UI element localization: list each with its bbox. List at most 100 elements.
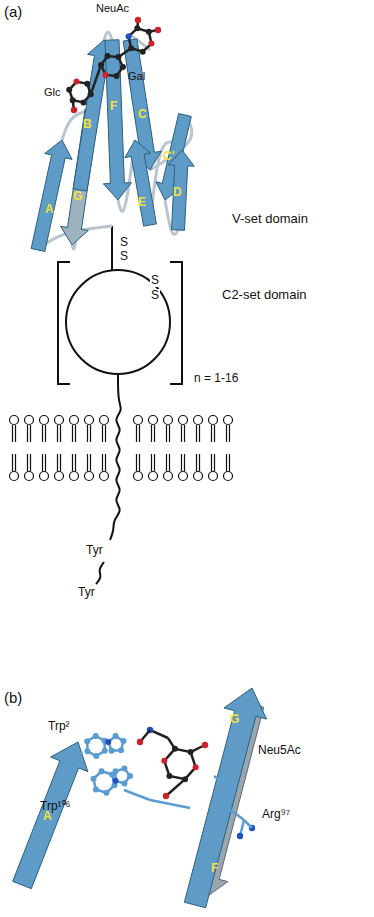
strand-label: A bbox=[45, 203, 54, 216]
strand-a-detail bbox=[13, 742, 88, 889]
bond bbox=[228, 808, 244, 820]
lipid-head bbox=[10, 416, 19, 425]
lipid-tail bbox=[72, 425, 73, 442]
lipid-tail bbox=[45, 454, 46, 471]
text-label: n = 1-16 bbox=[194, 372, 238, 385]
left-bracket bbox=[58, 262, 70, 384]
atom bbox=[193, 764, 199, 770]
lipid-tail bbox=[90, 425, 91, 442]
cytoplasmic-tail bbox=[96, 562, 104, 584]
lipid-head bbox=[164, 416, 173, 425]
lipid-tail bbox=[57, 454, 58, 471]
atom bbox=[127, 773, 133, 779]
lipid-tail bbox=[15, 454, 16, 471]
lipid-tail bbox=[211, 425, 212, 442]
lipid-head bbox=[70, 472, 79, 481]
lipid-tail bbox=[166, 425, 167, 442]
strand-label: F bbox=[211, 862, 218, 875]
bond bbox=[124, 790, 150, 800]
text-label: S bbox=[119, 250, 129, 263]
lipid-tail bbox=[226, 454, 227, 471]
lipid-tail bbox=[151, 425, 152, 442]
lipid-tail bbox=[214, 454, 215, 471]
atom bbox=[120, 738, 126, 744]
lipid-head bbox=[164, 472, 173, 481]
domain-linker bbox=[111, 226, 113, 270]
lipid-tail bbox=[12, 425, 13, 442]
lipid-tail bbox=[30, 425, 31, 442]
lipid-tail bbox=[199, 454, 200, 471]
lipid-head bbox=[149, 472, 158, 481]
atom bbox=[99, 768, 105, 774]
lipid-tail bbox=[211, 454, 212, 471]
lipid-head bbox=[209, 416, 218, 425]
lipid-tail bbox=[75, 425, 76, 442]
text-label: Glc bbox=[44, 86, 61, 98]
lipid-head bbox=[100, 416, 109, 425]
strand-label: B bbox=[83, 118, 92, 131]
lipid-head bbox=[209, 472, 218, 481]
lipid-head bbox=[10, 472, 19, 481]
strand-label: C' bbox=[163, 150, 175, 163]
ring-bonds bbox=[93, 771, 114, 792]
atom bbox=[121, 781, 127, 787]
lipid-tail bbox=[136, 425, 137, 442]
strand-label: A bbox=[43, 810, 52, 823]
lipid-tail bbox=[30, 454, 31, 471]
lipid-head bbox=[194, 416, 203, 425]
lipid-tail bbox=[72, 454, 73, 471]
atom bbox=[113, 768, 119, 774]
atom bbox=[166, 773, 172, 779]
atom bbox=[102, 748, 108, 754]
text-label: (b) bbox=[4, 690, 22, 707]
lipid-head bbox=[100, 472, 109, 481]
atom bbox=[113, 778, 119, 784]
lipid-tail bbox=[87, 425, 88, 442]
bond bbox=[214, 776, 232, 790]
lipid-tail bbox=[139, 425, 140, 442]
lipid-tail bbox=[12, 454, 13, 471]
atom bbox=[84, 81, 90, 87]
strand-f-detail bbox=[184, 688, 266, 908]
text-label: S bbox=[119, 236, 129, 249]
ring-bonds bbox=[129, 28, 152, 51]
atom bbox=[84, 738, 90, 744]
atom bbox=[114, 73, 120, 79]
lipid-tail bbox=[15, 425, 16, 442]
atom bbox=[105, 739, 111, 745]
atom bbox=[93, 753, 99, 759]
lipid-tail bbox=[199, 425, 200, 442]
atom bbox=[90, 776, 96, 782]
atom bbox=[103, 790, 109, 796]
lipid-head bbox=[194, 472, 203, 481]
lipid-tail bbox=[27, 454, 28, 471]
atom bbox=[137, 739, 143, 745]
lipid-tail bbox=[154, 454, 155, 471]
atom bbox=[161, 758, 167, 764]
text-label: Neu5Ac bbox=[258, 744, 301, 757]
lipid-head bbox=[55, 416, 64, 425]
lipid-head bbox=[40, 472, 49, 481]
lipid-tail bbox=[105, 425, 106, 442]
lipid-tail bbox=[151, 454, 152, 471]
atom bbox=[237, 833, 243, 839]
lipid-head bbox=[149, 416, 158, 425]
lipid-tail bbox=[229, 454, 230, 471]
lipid-tail bbox=[60, 454, 61, 471]
lipid-tail bbox=[229, 425, 230, 442]
lipid-head bbox=[179, 472, 188, 481]
atom bbox=[148, 41, 154, 47]
lipid-tail bbox=[42, 454, 43, 471]
atom bbox=[103, 72, 109, 78]
lipid-tail bbox=[184, 454, 185, 471]
lipid-head bbox=[224, 416, 233, 425]
lipid-head bbox=[179, 416, 188, 425]
strand-label: G bbox=[230, 713, 239, 726]
atom bbox=[74, 79, 80, 85]
lipid-head bbox=[224, 472, 233, 481]
atom bbox=[109, 748, 115, 754]
lipid-tail bbox=[102, 425, 103, 442]
lipid-head bbox=[25, 472, 34, 481]
bond bbox=[118, 48, 131, 57]
